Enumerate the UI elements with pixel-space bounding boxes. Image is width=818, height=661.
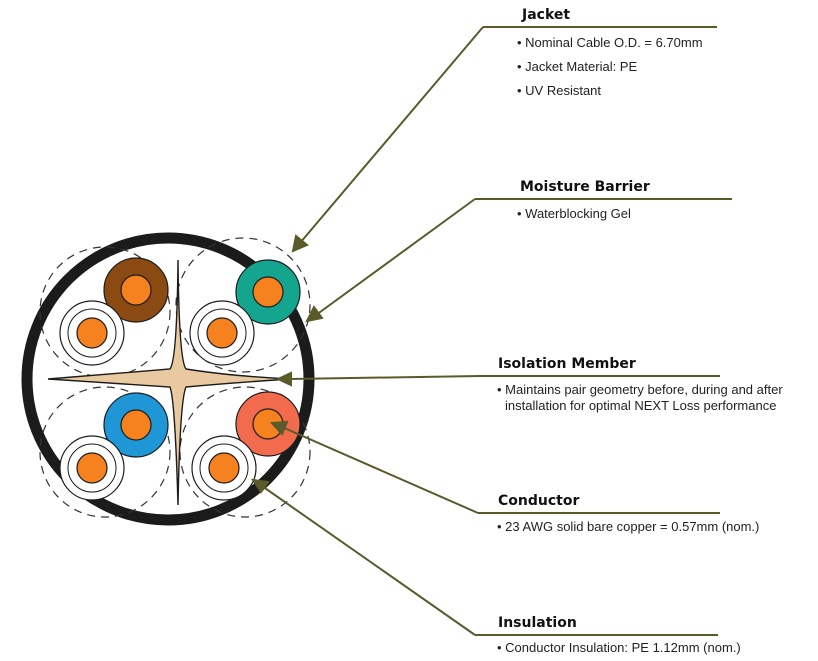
pair-outline-top-right: [175, 237, 311, 373]
white-conductor-inner-ring: [67, 443, 117, 493]
isolation-arrowhead: [275, 371, 292, 387]
insulation-leader-line: [261, 485, 476, 636]
copper-core: [208, 452, 240, 484]
white-conductor-inner-ring: [197, 308, 247, 358]
isolation-member-heading: Isolation Member: [498, 356, 636, 372]
insulation-arrowhead: [250, 478, 270, 494]
isolation-member-bullet-2: installation for optimal NEXT Loss perfo…: [505, 398, 777, 413]
pair-outline-bottom-left: [39, 386, 171, 518]
moisture-barrier-bullet: • Waterblocking Gel: [517, 206, 631, 221]
jacket-bullet-od: • Nominal Cable O.D. = 6.70mm: [517, 35, 703, 50]
jacket-arrowhead: [291, 234, 309, 253]
insulation-bullet: • Conductor Insulation: PE 1.12mm (nom.): [497, 640, 741, 655]
isolation-leader-line: [289, 375, 481, 380]
isolation-member-bullet-1: • Maintains pair geometry before, during…: [497, 382, 783, 397]
jacket-heading: Jacket: [522, 7, 571, 23]
conductor-arrowhead: [269, 420, 289, 436]
moisture-arrowhead: [305, 305, 324, 323]
copper-core: [206, 317, 238, 349]
white-conductor-inner-ring: [67, 308, 117, 358]
copper-core: [120, 274, 152, 306]
conductor-heading: Conductor: [498, 493, 580, 509]
copper-core: [120, 409, 152, 441]
copper-core: [76, 317, 108, 349]
copper-core: [76, 452, 108, 484]
isolation-member-cross: [47, 259, 291, 506]
jacket-bullet-uv: • UV Resistant: [517, 83, 602, 98]
moisture-leader-line: [315, 198, 476, 316]
conductor-bullet: • 23 AWG solid bare copper = 0.57mm (nom…: [497, 519, 760, 534]
copper-core: [252, 276, 284, 308]
white-conductor-inner-ring: [199, 443, 249, 493]
jacket-bullet-material: • Jacket Material: PE: [517, 59, 638, 74]
jacket-leader-line: [299, 26, 484, 244]
conductor-leader-line: [281, 426, 479, 514]
insulation-heading: Insulation: [498, 615, 577, 631]
moisture-barrier-heading: Moisture Barrier: [520, 179, 650, 195]
